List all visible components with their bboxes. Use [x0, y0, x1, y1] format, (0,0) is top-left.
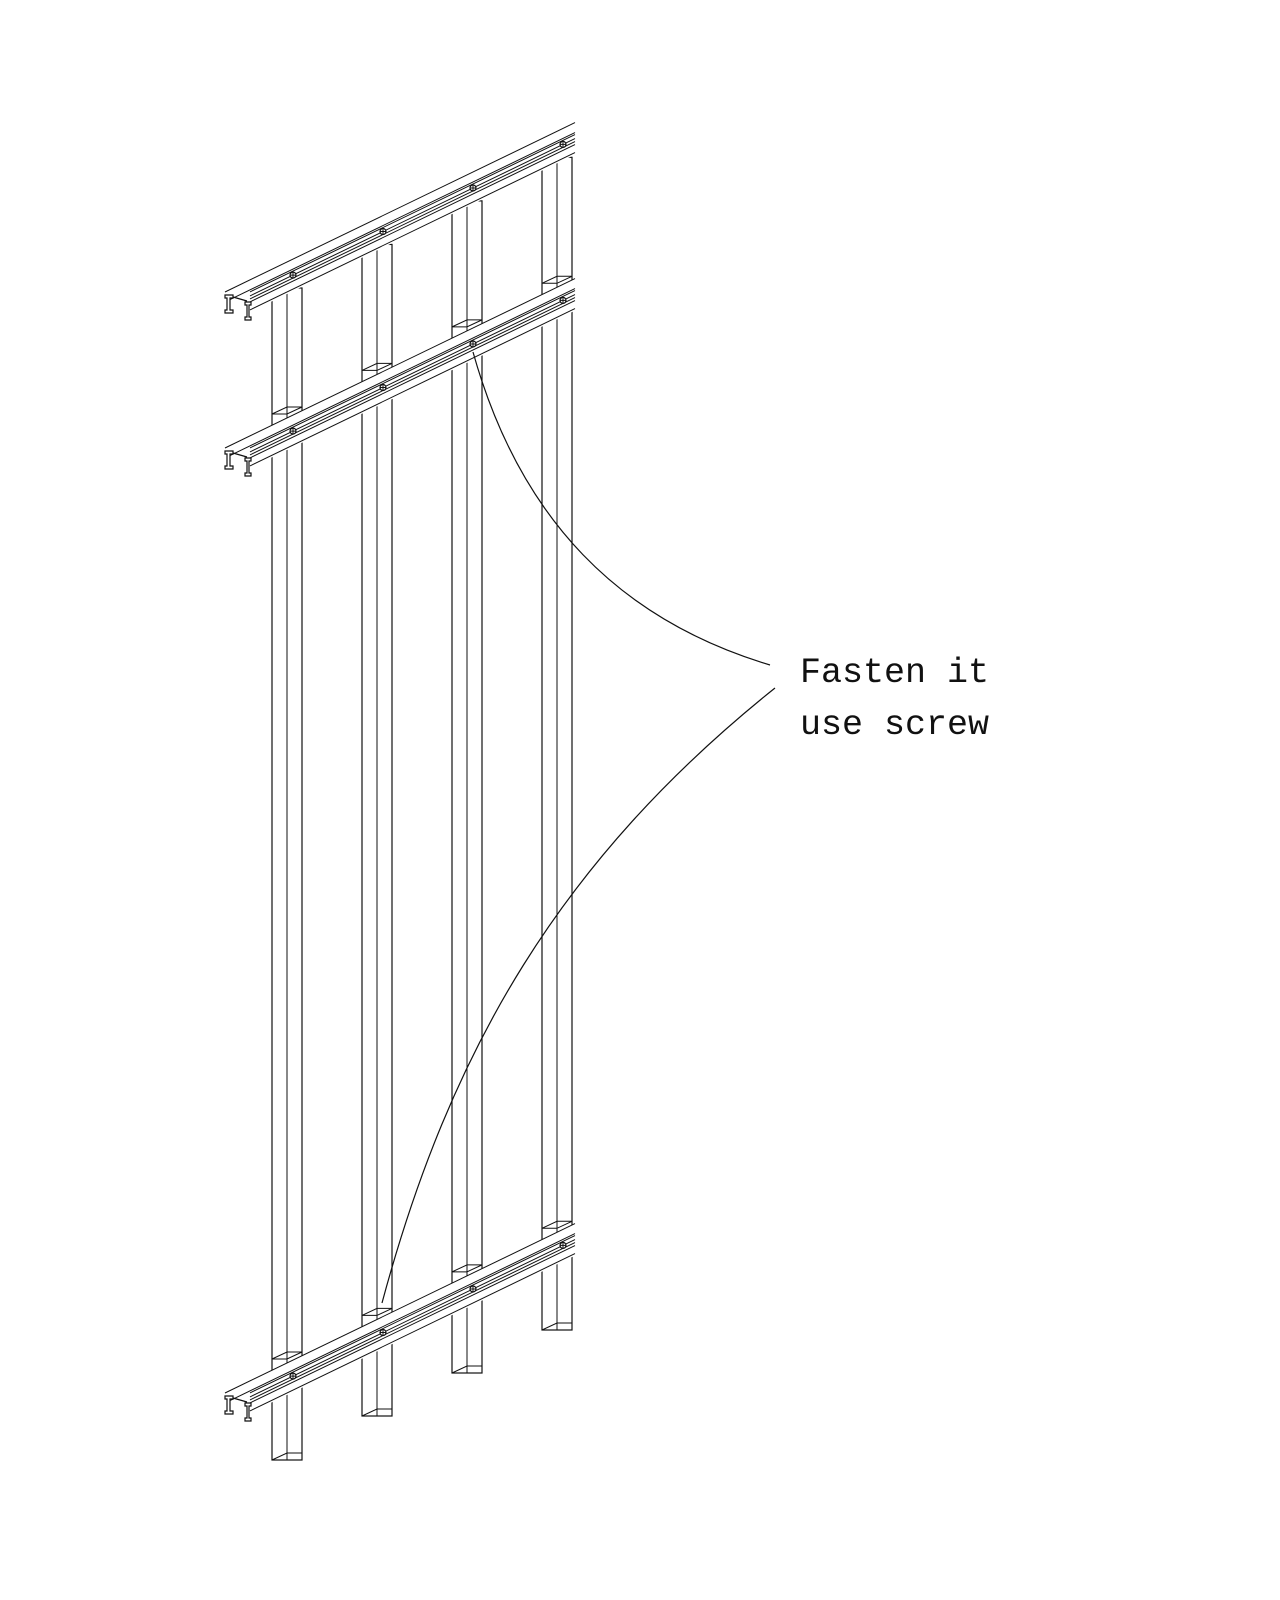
screw-icon — [559, 140, 567, 149]
rail-line — [249, 1242, 576, 1401]
rail-line — [249, 308, 576, 467]
rail-line — [249, 1239, 576, 1398]
rail-line — [224, 122, 576, 293]
screw-icon — [379, 383, 387, 392]
post-top-face — [361, 362, 393, 371]
rail-line — [229, 132, 576, 301]
post — [271, 287, 303, 1461]
screw-cross — [380, 228, 386, 235]
screw-icon — [379, 227, 387, 236]
rail-end-profile — [224, 450, 252, 477]
post-bottom-face — [451, 1365, 482, 1374]
rail-line — [224, 278, 576, 449]
rail-line — [249, 138, 576, 297]
post-top-face — [541, 275, 573, 284]
screw-cross — [290, 428, 296, 435]
post — [541, 156, 573, 1331]
screw-cross — [470, 1285, 476, 1292]
rail-line — [229, 1233, 576, 1402]
screw-icon — [289, 427, 297, 435]
post-top-face — [541, 1220, 573, 1229]
annotation-line-1: Fasten it — [800, 653, 990, 693]
rail — [224, 122, 576, 321]
screw-cross — [380, 1329, 386, 1336]
rail-line — [249, 290, 576, 449]
rail-line — [249, 294, 576, 453]
screw-cross — [470, 340, 476, 347]
post-bottom-face — [361, 1408, 392, 1417]
rail-end-profile — [224, 294, 252, 321]
screw-cross — [470, 184, 476, 191]
screw-icon — [289, 1372, 297, 1380]
rail-line — [229, 288, 576, 457]
screw-icon — [379, 1328, 387, 1337]
post-bottom-face — [271, 1452, 302, 1461]
annotation-line-2: use screw — [800, 705, 990, 745]
rail-line — [249, 1253, 576, 1412]
screw-icon — [469, 184, 477, 192]
rail-line — [249, 141, 576, 300]
screw-icon — [469, 340, 477, 348]
rail — [224, 275, 576, 477]
screw-cross — [560, 141, 566, 148]
post — [361, 243, 393, 1417]
screw-icon — [559, 1241, 567, 1250]
rail-line — [249, 297, 576, 456]
post-top-face — [271, 1351, 303, 1360]
screw-icon — [559, 296, 567, 305]
rail-line — [249, 134, 576, 293]
rail-line — [224, 1223, 576, 1394]
post-top-face — [451, 1264, 483, 1273]
leader-line-upper — [472, 351, 771, 666]
rail-line — [249, 1245, 576, 1404]
post-top-face — [361, 1307, 393, 1316]
rail-line — [249, 1235, 576, 1394]
screw-icon — [469, 1285, 477, 1293]
rail-line — [249, 300, 576, 459]
screw-cross — [560, 297, 566, 304]
rail-line — [249, 152, 576, 311]
post-top-face — [271, 406, 303, 415]
screw-cross — [290, 272, 296, 279]
screw-cross — [290, 1373, 296, 1380]
post — [451, 200, 483, 1374]
screw-cross — [560, 1242, 566, 1249]
rail-end-profile — [224, 1395, 252, 1422]
rail-line — [249, 144, 576, 303]
post-bottom-face — [541, 1322, 572, 1331]
leader-line-lower — [381, 687, 776, 1304]
rail — [224, 1220, 576, 1422]
post-top-face — [451, 319, 483, 328]
screw-icon — [289, 271, 297, 279]
screw-cross — [380, 384, 386, 391]
